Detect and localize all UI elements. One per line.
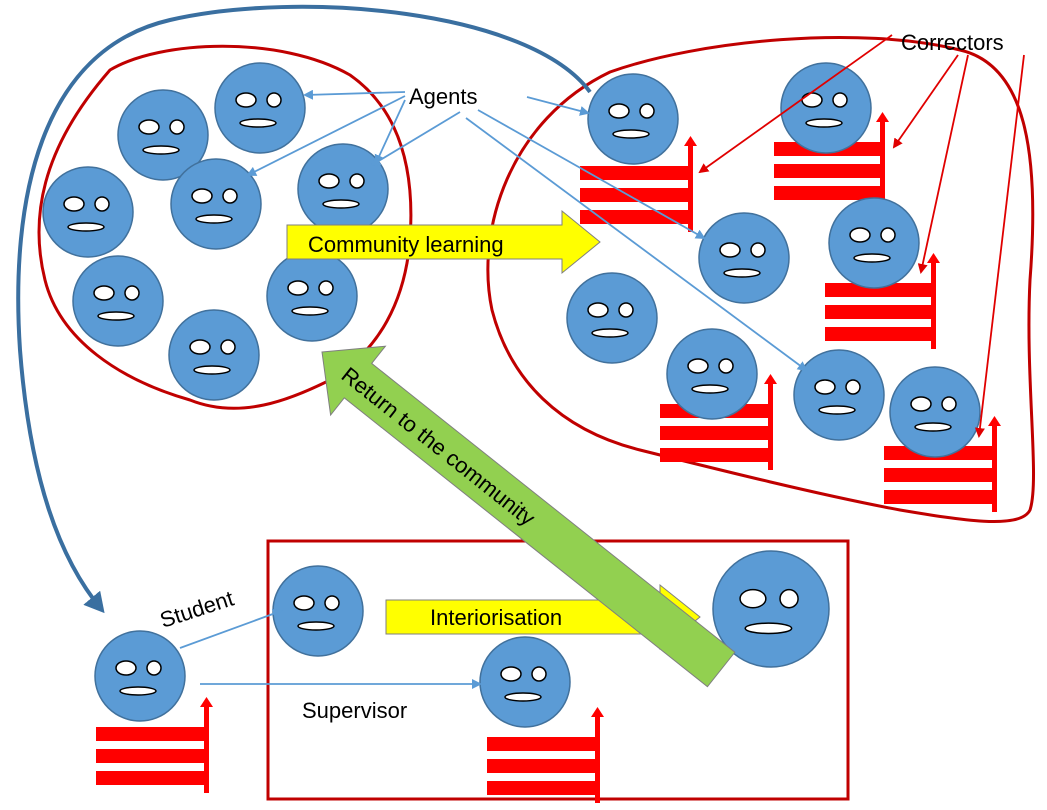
face-student-small: [272, 565, 364, 657]
pointer-agents-1: [303, 89, 406, 100]
stack-supervisor: [487, 707, 604, 803]
face-corrector-5: [889, 366, 981, 458]
pointer-agents-5: [526, 96, 590, 116]
pointer-correctors-4: [974, 54, 1025, 438]
face-agent-left-3: [42, 166, 134, 258]
return-to-community-label: Return to the community: [337, 362, 540, 531]
pointer-correctors-3: [917, 54, 969, 274]
face-agent-left-6: [72, 255, 164, 347]
community-region-right: [486, 36, 1036, 523]
face-supervisor: [479, 636, 571, 728]
stack-corrector-3: [825, 253, 940, 349]
pointer-agents-3: [374, 99, 406, 165]
supervisor-label: Supervisor: [302, 698, 407, 723]
pointer-student: [179, 609, 283, 649]
face-corrector-2: [780, 62, 872, 154]
curve-arrow-to-student: [16, 4, 592, 614]
face-agent-left-4: [170, 158, 262, 250]
pointer-agents-4: [370, 111, 461, 167]
face-interiorised: [712, 550, 830, 668]
face-corrector-1: [587, 73, 679, 165]
community-learning-arrow: Community learning: [286, 209, 601, 275]
student-label: Student: [157, 586, 237, 633]
pointer-agents-2: [246, 95, 406, 176]
agents-label: Agents: [409, 84, 478, 109]
face-agent-left-5: [297, 143, 389, 235]
stack-student: [96, 697, 213, 793]
community-learning-label: Community learning: [308, 232, 504, 257]
face-agent-right-3: [793, 349, 885, 441]
face-agent-right-1: [698, 212, 790, 304]
interiorisation-label: Interiorisation: [430, 605, 562, 630]
pointer-agents-6: [477, 109, 706, 239]
pointer-correctors-1: [698, 34, 893, 174]
face-corrector-3: [828, 197, 920, 289]
face-agent-left-2: [214, 62, 306, 154]
correctors-label: Correctors: [901, 30, 1004, 55]
face-agent-left-1: [117, 89, 209, 181]
pointer-correctors-2: [892, 54, 959, 149]
face-corrector-4: [666, 328, 758, 420]
pointer-agents-7: [465, 117, 808, 372]
face-student: [94, 630, 186, 722]
face-agent-left-8: [168, 309, 260, 401]
face-agent-right-2: [566, 272, 658, 364]
face-agent-left-7: [266, 250, 358, 342]
